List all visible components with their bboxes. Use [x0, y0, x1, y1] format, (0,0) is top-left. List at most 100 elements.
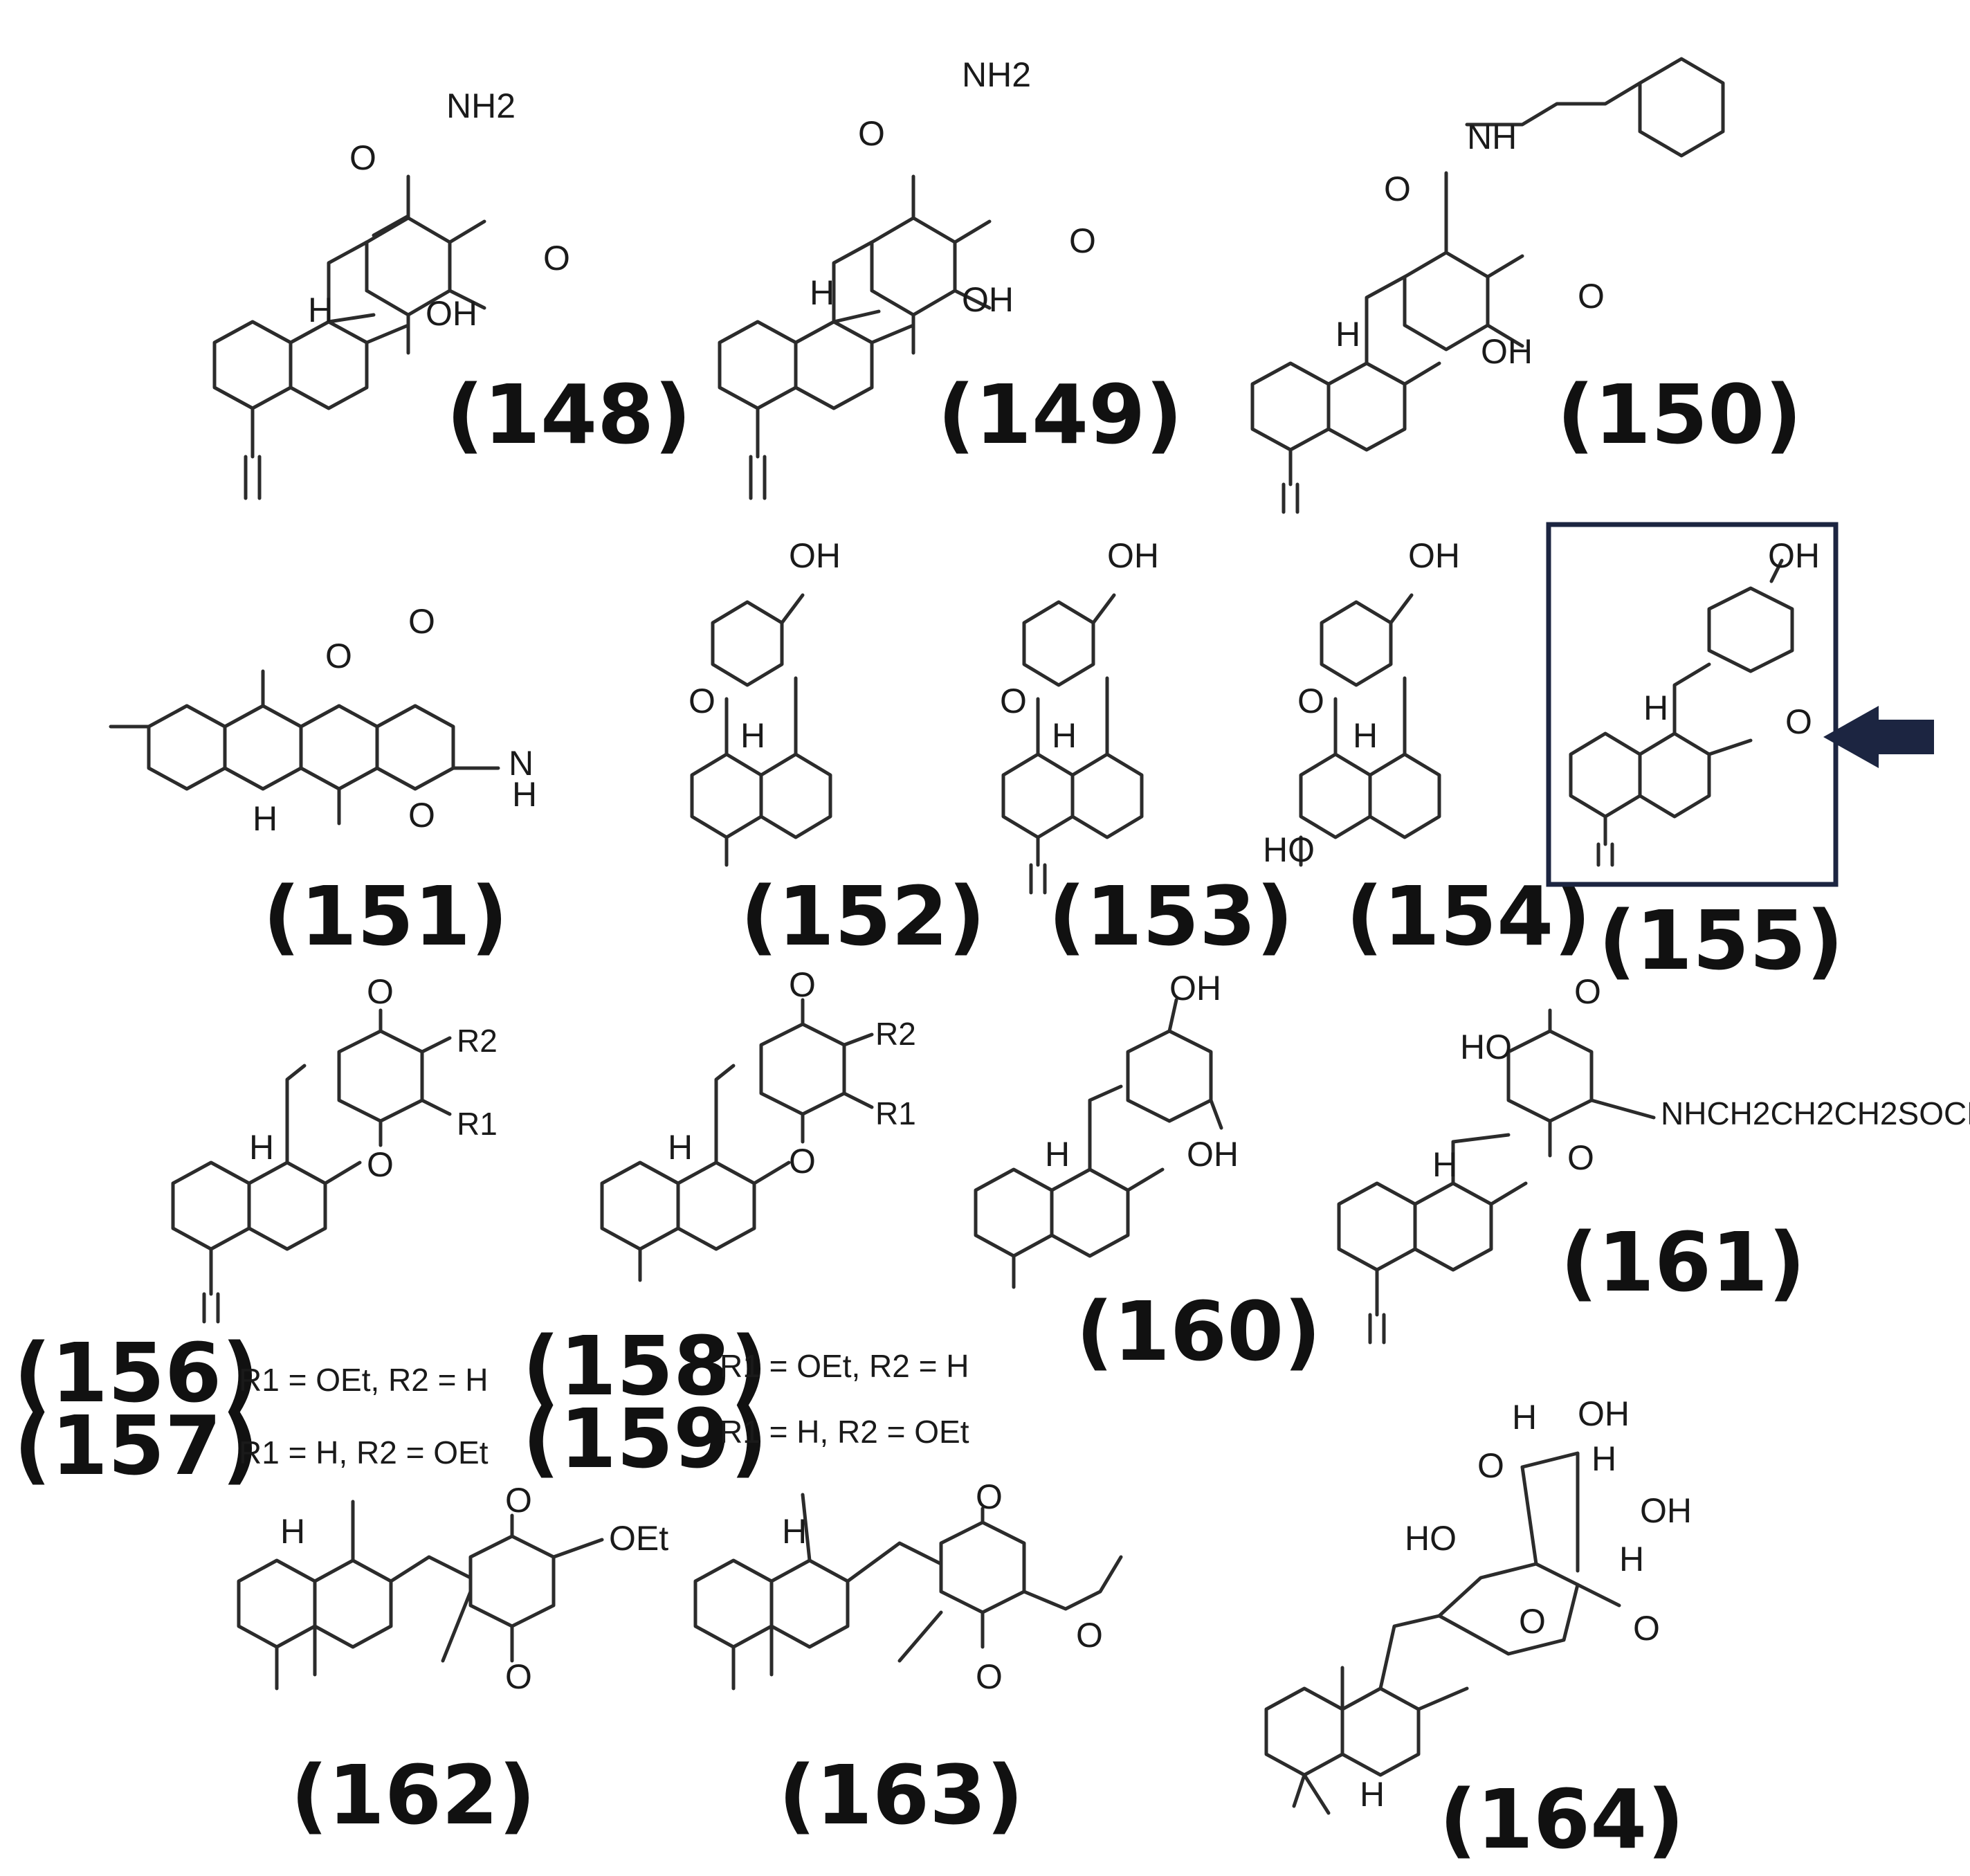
atom-label: O	[1578, 277, 1605, 316]
atom-label: O	[543, 239, 570, 277]
compound-id-159: (159)	[522, 1391, 767, 1486]
atom-label: O	[789, 965, 816, 1004]
atom-label: O	[505, 1657, 532, 1696]
atom-label: H	[512, 775, 537, 814]
atom-label: O	[349, 138, 376, 177]
compound-id-163: (163)	[778, 1747, 1023, 1843]
compound-id-162: (162)	[291, 1747, 536, 1843]
atom-label: HO	[1263, 830, 1315, 869]
compound-id-151: (151)	[263, 868, 508, 964]
atom-label: O	[367, 1145, 394, 1184]
atom-label: N	[509, 744, 533, 783]
atom-label: OH	[426, 294, 477, 333]
atom-label: NH2	[962, 55, 1031, 94]
compound-id-149: (149)	[938, 367, 1183, 462]
atom-label: HO	[1460, 1028, 1512, 1066]
atom-label: H	[280, 1512, 305, 1551]
compound-id-161: (161)	[1560, 1214, 1805, 1310]
atom-label: OEt	[609, 1519, 668, 1558]
atom-label: O	[688, 682, 715, 720]
atom-label: O	[1519, 1602, 1546, 1641]
atom-label: OH	[1481, 332, 1533, 371]
substituent-157: R1 = H, R2 = OEt	[239, 1435, 489, 1470]
atom-label: O	[367, 972, 394, 1011]
compound-id-160: (160)	[1076, 1284, 1321, 1379]
atom-label: H	[249, 1128, 274, 1167]
atom-label: H	[782, 1512, 807, 1551]
structure-155: OH O H (155)	[1546, 522, 1843, 988]
atom-label: OH	[1640, 1491, 1692, 1530]
structure-152: OH O H (152)	[688, 536, 985, 964]
atom-label: R1	[457, 1106, 498, 1142]
atom-label: H	[1335, 315, 1360, 354]
atom-label: O	[976, 1477, 1003, 1516]
atom-label: R2	[457, 1023, 498, 1059]
atom-label: OH	[1408, 536, 1460, 575]
compound-id-157: (157)	[14, 1398, 259, 1493]
atom-label: O	[1785, 702, 1812, 741]
atom-label: NHCH2CH2CH2SOCH3	[1661, 1095, 1970, 1131]
structure-148: NH2 O O OH H (148)	[212, 86, 691, 500]
compound-id-148: (148)	[446, 367, 691, 462]
atom-label: H	[1045, 1135, 1070, 1174]
atom-label: H	[668, 1128, 693, 1167]
pointer-arrow-icon	[1823, 706, 1934, 768]
substituent-159: R1 = H, R2 = OEt	[720, 1414, 969, 1450]
atom-label: O	[858, 114, 885, 153]
atom-label: HO	[1405, 1519, 1457, 1558]
structure-154: OH O H HO (154)	[1263, 536, 1591, 964]
atom-label: OH	[962, 280, 1014, 319]
atom-label: H	[1052, 716, 1077, 755]
atom-label: O	[1567, 1138, 1594, 1177]
structure-161: HO O O NHCH2CH2CH2SOCH3 H (161)	[1337, 972, 1970, 1345]
structure-150: NH O O OH H (150)	[1250, 57, 1802, 514]
compound-id-155: (155)	[1598, 893, 1843, 988]
atom-label: O	[1384, 170, 1411, 208]
structure-164: H OH O H OH HO H O O H (164)	[1264, 1394, 1692, 1867]
atom-label: H	[1512, 1398, 1537, 1437]
structure-153: OH O H (153)	[1000, 536, 1293, 964]
atom-label: OH	[789, 536, 841, 575]
structure-160: OH OH H (160)	[974, 969, 1321, 1379]
atom-label: R2	[875, 1016, 916, 1052]
atom-label: O	[1000, 682, 1027, 720]
atom-label: H	[1591, 1439, 1616, 1478]
atom-label: O	[789, 1142, 816, 1181]
atom-label: O	[408, 796, 435, 835]
atom-label: O	[408, 602, 435, 641]
atom-label: OH	[1187, 1135, 1239, 1174]
atom-label: R1	[875, 1095, 916, 1131]
compound-id-152: (152)	[740, 868, 985, 964]
atom-label: O	[1477, 1446, 1504, 1485]
atom-label: OH	[1107, 536, 1159, 575]
atom-label: O	[1297, 682, 1324, 720]
atom-label: O	[1069, 221, 1096, 260]
atom-label: OH	[1768, 536, 1820, 575]
atom-label: O	[505, 1481, 532, 1520]
atom-label: O	[976, 1657, 1003, 1696]
atom-label: H	[1643, 689, 1668, 727]
atom-label: H	[1619, 1540, 1644, 1578]
atom-label: H	[1432, 1145, 1457, 1184]
structure-151: O O O N H H (151)	[109, 602, 537, 964]
atom-label: H	[1353, 716, 1378, 755]
atom-label: H	[740, 716, 765, 755]
compound-id-153: (153)	[1048, 868, 1293, 964]
atom-label: H	[308, 291, 333, 329]
structure-156: O O R2 R1 H (156) (157) R1 = OEt, R2 = H…	[14, 972, 498, 1493]
atom-label: NH2	[446, 86, 516, 125]
highlight-box	[1546, 522, 1839, 887]
atom-label: O	[325, 637, 352, 675]
atom-label: O	[1633, 1609, 1660, 1648]
atom-label: H	[810, 273, 834, 312]
structure-149: NH2 O O OH H (149)	[718, 55, 1183, 500]
atom-label: H	[1360, 1775, 1385, 1814]
atom-label: O	[1076, 1616, 1103, 1655]
substituent-156: R1 = OEt, R2 = H	[239, 1362, 488, 1398]
atom-label: NH	[1467, 118, 1517, 156]
compound-id-156: (156)	[14, 1325, 259, 1421]
atom-label: OH	[1169, 969, 1221, 1008]
structure-158: O O R2 R1 H (158) (159) R1 = OEt, R2 = H…	[522, 965, 969, 1486]
atom-label: OH	[1578, 1394, 1630, 1433]
